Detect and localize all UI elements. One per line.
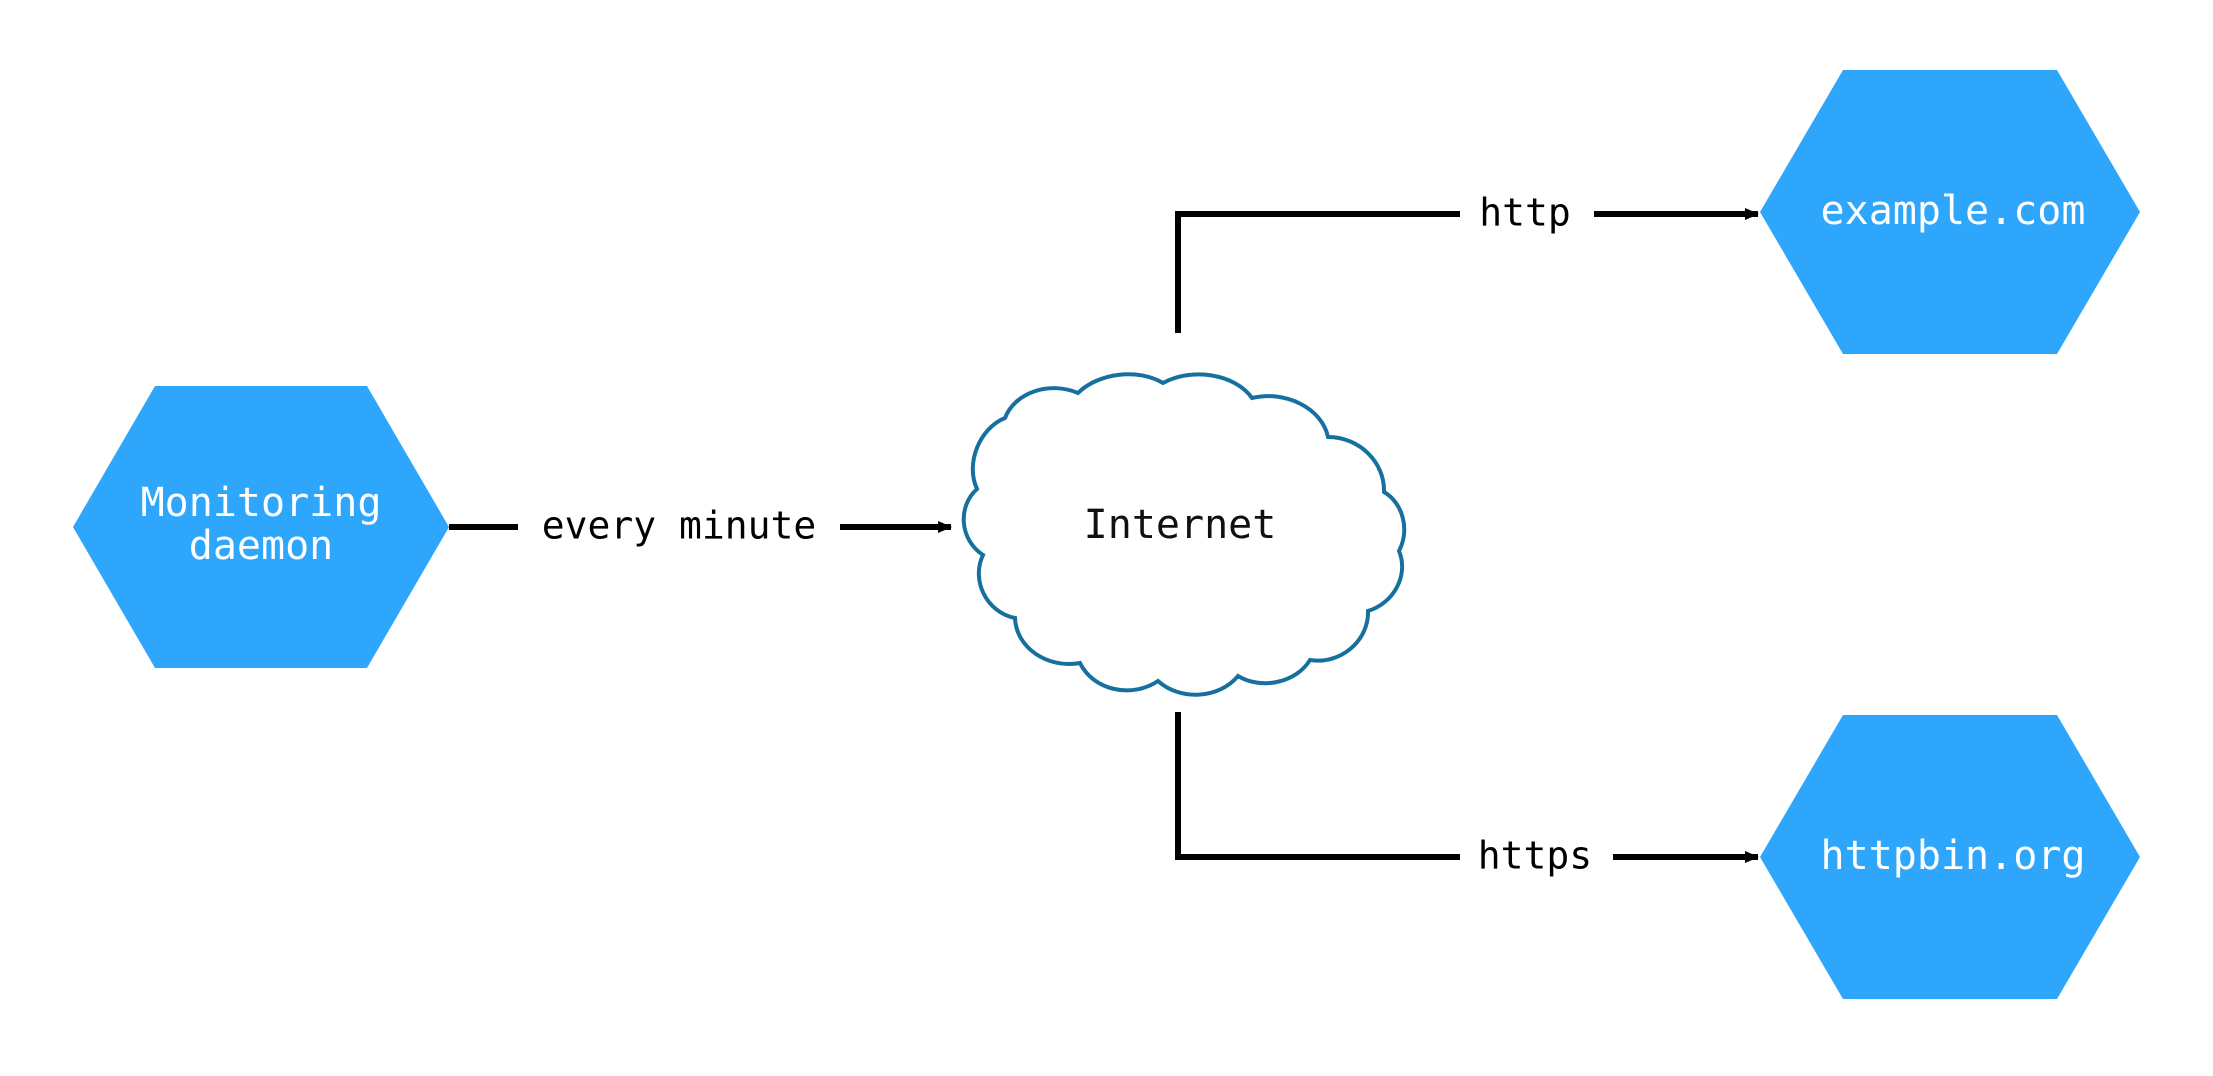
edge-https-elbow <box>1175 712 1460 860</box>
edge-every-minute-label: every minute <box>542 504 817 548</box>
httpbin-org-label: httpbin.org <box>1821 833 2086 879</box>
internet-label: Internet <box>1084 502 1277 548</box>
node-monitoring-daemon[interactable]: Monitoring daemon <box>73 386 449 668</box>
edge-http-elbow <box>1175 211 1460 333</box>
node-internet[interactable]: Internet <box>961 372 1407 697</box>
edge-http[interactable]: http <box>1175 191 1759 334</box>
httpbin-org-hexagon <box>1760 715 2140 999</box>
example-com-hexagon <box>1760 70 2140 354</box>
node-example-com[interactable]: example.com <box>1760 70 2140 354</box>
monitoring-daemon-label-line2: daemon <box>189 523 334 569</box>
monitoring-daemon-hexagon <box>73 386 449 668</box>
example-com-label: example.com <box>1821 188 2086 234</box>
monitoring-daemon-label-line1: Monitoring <box>141 480 382 526</box>
edge-http-label: http <box>1479 191 1571 235</box>
edge-every-minute[interactable]: every minute <box>449 504 952 548</box>
edge-https-label: https <box>1478 834 1592 878</box>
internet-cloud-shape <box>961 372 1407 697</box>
edge-https[interactable]: https <box>1175 712 1759 878</box>
node-httpbin-org[interactable]: httpbin.org <box>1760 715 2140 999</box>
